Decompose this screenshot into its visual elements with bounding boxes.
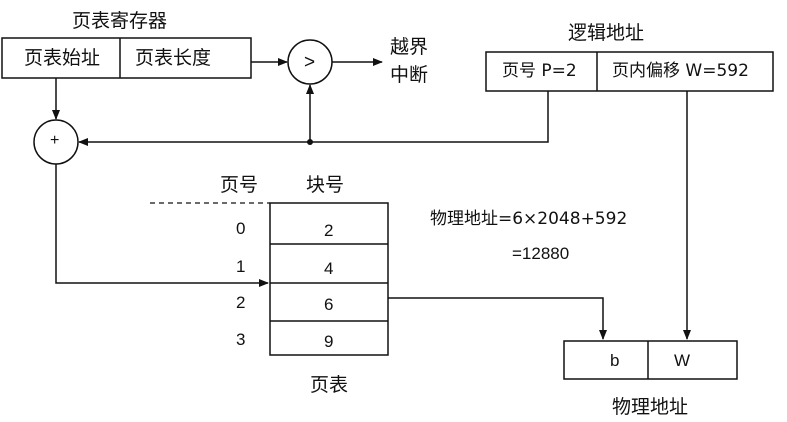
block-number-2: 6	[324, 295, 334, 314]
arrow-page-number-to-adder	[78, 91, 549, 146]
page-number-3: 3	[236, 330, 246, 349]
page-table-start-label: 页表始址	[24, 47, 101, 69]
physical-address-field-b: b	[610, 351, 620, 370]
arrow-block-to-physical-b	[388, 297, 607, 340]
physical-address-result: =12880	[512, 244, 570, 263]
physical-address-box	[563, 340, 738, 380]
page-number-2: 2	[236, 293, 246, 312]
logical-address-box	[485, 51, 774, 92]
block-number-1: 4	[324, 259, 334, 278]
page-table-box	[269, 202, 389, 356]
logical-address-offset-field: 页内偏移 W=592	[612, 61, 749, 81]
physical-address-caption: 物理地址	[612, 396, 689, 418]
adder-symbol: +	[50, 132, 60, 149]
physical-address-calculation: 物理地址=6×2048+592	[430, 209, 628, 229]
block-number-3: 9	[324, 332, 334, 351]
physical-address-field-w: W	[674, 351, 691, 370]
page-table-caption: 页表	[310, 374, 349, 396]
junction-dot	[307, 139, 313, 145]
page-table-length-label: 页表长度	[135, 47, 212, 69]
interrupt-label: 中断	[390, 64, 429, 86]
logical-address-title: 逻辑地址	[568, 22, 645, 44]
arrow-adder-to-page-table	[55, 164, 269, 287]
logical-address-page-field: 页号 P=2	[502, 61, 577, 81]
block-number-0: 2	[324, 221, 334, 240]
page-number-1: 1	[236, 257, 246, 276]
page-table-register-box	[1, 37, 252, 79]
page-register-title: 页表寄存器	[72, 10, 168, 32]
out-of-bounds-label: 越界	[390, 36, 429, 58]
comparator-symbol: >	[304, 52, 316, 73]
page-number-header: 页号	[220, 174, 259, 196]
page-number-0: 0	[236, 219, 246, 238]
block-number-header: 块号	[306, 174, 345, 196]
